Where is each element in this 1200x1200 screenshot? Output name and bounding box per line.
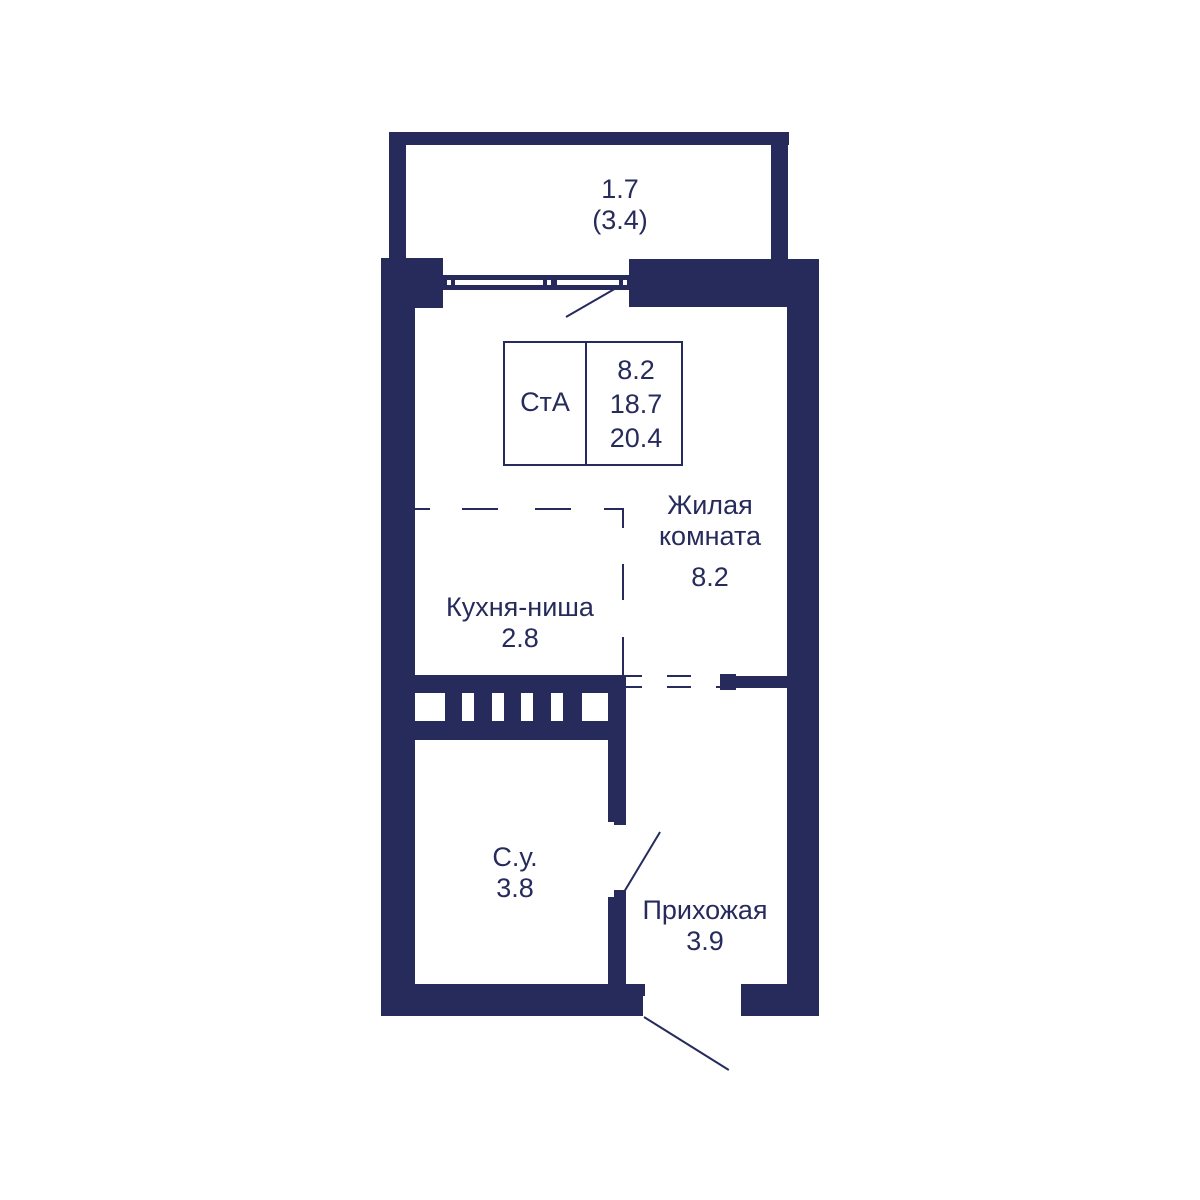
window-pane	[447, 280, 451, 285]
bathroom-wall-upper	[608, 675, 626, 822]
kitchen-label: Кухня-ниша 2.8	[420, 592, 620, 654]
wall-bottom-left	[381, 984, 643, 1016]
kitchen-zone-line	[415, 508, 430, 510]
bathroom-wall-upper-jamb	[614, 815, 626, 825]
hallway-name: Прихожая	[642, 895, 768, 925]
kitchen-zone-line	[622, 508, 624, 528]
kitchen-area: 2.8	[501, 623, 539, 653]
vent-cell	[551, 693, 563, 721]
entry-door-swing	[643, 1016, 730, 1071]
kitchen-zone-line	[462, 508, 498, 510]
apartment-areas: 8.2 18.7 20.4	[591, 353, 681, 455]
bathroom-label: С.у. 3.8	[460, 842, 570, 904]
balcony-wall-top	[389, 132, 789, 145]
kitchen-zone-line	[535, 508, 571, 510]
vent-cell	[582, 693, 608, 721]
hallway-zone-line	[667, 675, 691, 677]
wall-left	[381, 258, 415, 1016]
balcony-wall-right	[771, 132, 788, 262]
entry-jamb-left	[625, 984, 645, 996]
living-room-name-2: комната	[658, 521, 762, 551]
bathroom-wall-lower-jamb	[614, 890, 626, 900]
total-area: 20.4	[609, 423, 663, 453]
apartment-type: СтА	[520, 387, 570, 417]
kitchen-name: Кухня-ниша	[446, 592, 594, 622]
bathroom-wall-lower	[608, 897, 626, 997]
hallway-label: Прихожая 3.9	[625, 895, 785, 957]
balcony-wall-left	[389, 132, 406, 262]
living-room-area: 8.2	[691, 562, 729, 592]
balcony-area-full: (3.4)	[592, 205, 648, 235]
vent-cell	[492, 693, 504, 721]
vent-cell	[415, 693, 445, 721]
wall-right	[787, 259, 819, 1016]
living-room-name-1: Жилая	[667, 490, 753, 520]
hallway-zone-line	[626, 686, 642, 688]
bathroom-name: С.у.	[492, 842, 538, 872]
vent-cell	[521, 693, 533, 721]
hallway-wall-stub	[725, 676, 790, 688]
legend-divider	[585, 343, 587, 464]
bathroom-area: 3.8	[496, 873, 534, 903]
balcony-label: 1.7 (3.4)	[560, 174, 680, 236]
window-pane	[557, 280, 619, 285]
bathroom-door-swing	[623, 831, 661, 893]
hallway-zone-line	[626, 675, 642, 677]
balcony-area: 1.7	[601, 174, 639, 204]
hallway-zone-line	[667, 686, 691, 688]
living-room-label: Жилая комната 8.2	[630, 490, 790, 593]
window-pane	[623, 280, 627, 285]
useful-area: 18.7	[609, 389, 663, 419]
kitchen-zone-line	[604, 508, 624, 510]
hallway-zone-line	[716, 686, 726, 688]
living-area: 8.2	[617, 355, 655, 385]
wall-bottom-right	[741, 984, 819, 1016]
apartment-legend: СтА 8.2 18.7 20.4	[503, 341, 683, 466]
kitchen-zone-line	[622, 637, 624, 675]
kitchen-zone-line	[622, 564, 624, 600]
window-pane	[455, 280, 543, 285]
vent-cell	[462, 693, 474, 721]
hallway-area: 3.9	[686, 926, 724, 956]
window-pane	[547, 280, 551, 285]
